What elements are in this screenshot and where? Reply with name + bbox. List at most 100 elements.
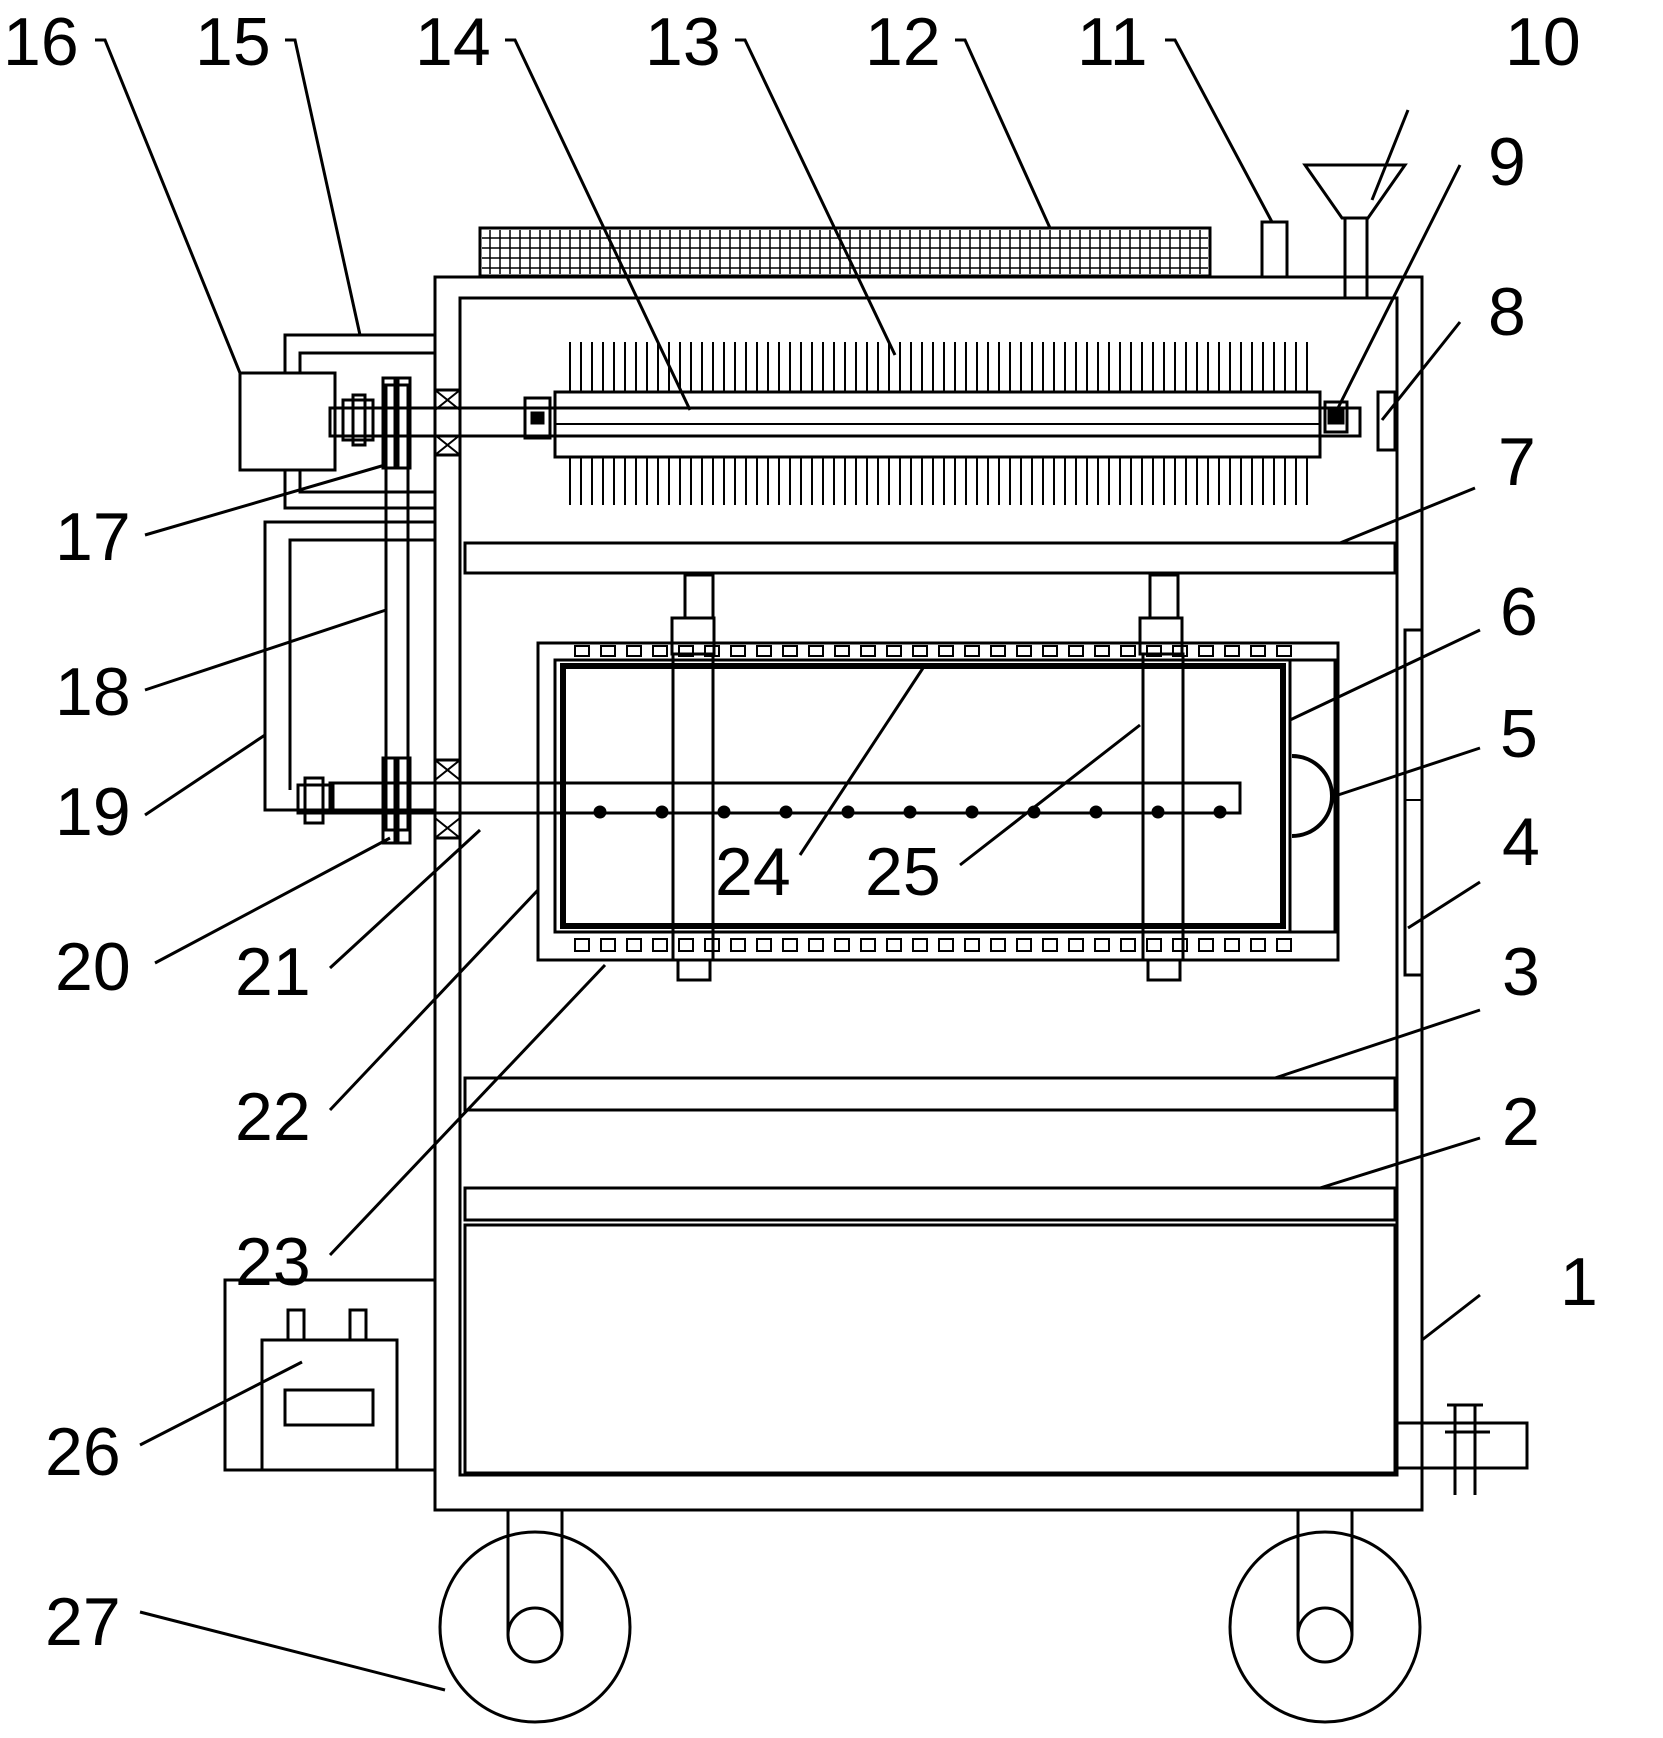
drum-tooth — [574, 645, 590, 657]
label-7: 7 — [1498, 424, 1536, 500]
drum-tooth — [782, 938, 798, 952]
drum-tooth — [1198, 645, 1214, 657]
wall-bearing-upper — [433, 388, 462, 457]
label-5: 5 — [1500, 696, 1538, 772]
label-1: 1 — [1560, 1244, 1598, 1320]
drum-tooth — [1094, 938, 1110, 952]
drum-tooth — [782, 645, 798, 657]
plate-3 — [463, 1076, 1397, 1112]
drum-tooth — [990, 645, 1006, 657]
leader-lines — [95, 38, 1481, 1692]
drum-tooth — [1198, 938, 1214, 952]
drum-tooth — [964, 938, 980, 952]
label-15: 15 — [195, 4, 271, 80]
label-3: 3 — [1502, 934, 1540, 1010]
label-14: 14 — [415, 4, 491, 80]
shaft-hole — [593, 805, 607, 819]
drum-tooth — [1250, 645, 1266, 657]
bristles-13 — [569, 342, 1308, 505]
drum-tooth — [834, 645, 850, 657]
label-11: 11 — [1077, 4, 1148, 80]
shaft-holes — [593, 805, 1227, 819]
mesh-grill — [478, 226, 1212, 278]
shaft-hole — [1213, 805, 1227, 819]
label-22: 22 — [235, 1079, 311, 1155]
shaft-hole — [779, 805, 793, 819]
drum-tooth — [1042, 938, 1058, 952]
label-12: 12 — [865, 4, 941, 80]
coupling-9 — [1323, 400, 1349, 434]
support-columns — [670, 573, 1185, 982]
label-10: 10 — [1505, 4, 1581, 80]
callout-labels: 16 15 14 13 12 11 10 9 8 7 6 5 4 3 2 1 1… — [3, 4, 1598, 1660]
drum-tooth — [808, 645, 824, 657]
drum-tooth — [1016, 938, 1032, 952]
label-6: 6 — [1500, 574, 1538, 650]
motor-16 — [238, 371, 337, 472]
drum-tooth — [834, 938, 850, 952]
drum-tooth — [1042, 645, 1058, 657]
drum-tooth — [1172, 938, 1188, 952]
door-hinge — [1403, 628, 1424, 977]
label-17: 17 — [55, 499, 131, 575]
drum-tooth — [808, 938, 824, 952]
label-27: 27 — [45, 1584, 121, 1660]
drum-tooth — [912, 645, 928, 657]
drum-frame-22 — [536, 641, 1340, 962]
drum-tooth — [1094, 645, 1110, 657]
plate-2 — [463, 1186, 1397, 1222]
label-21: 21 — [235, 934, 311, 1010]
drum-tooth — [964, 645, 980, 657]
bracket-19 — [263, 520, 435, 812]
upper-shaft — [328, 406, 1362, 438]
drum-tooth — [756, 645, 772, 657]
drum-tooth — [626, 645, 642, 657]
upper-pulley-17 — [381, 376, 412, 470]
shaft-hole — [841, 805, 855, 819]
wheel-right — [1228, 1510, 1422, 1724]
drum-tooth — [1120, 938, 1136, 952]
label-9: 9 — [1488, 124, 1526, 200]
control-box-26 — [223, 1278, 437, 1472]
label-19: 19 — [55, 774, 131, 850]
drum-tooth — [652, 938, 668, 952]
label-4: 4 — [1502, 804, 1540, 880]
bracket-15 — [283, 333, 435, 510]
drum-tooth — [1276, 938, 1292, 952]
shaft-hole — [903, 805, 917, 819]
label-18: 18 — [55, 654, 131, 730]
drum-tooth — [1068, 645, 1084, 657]
drain-valve — [1395, 1403, 1529, 1495]
drum-tooth — [652, 645, 668, 657]
drum-tooth — [1068, 938, 1084, 952]
label-23: 23 — [235, 1224, 311, 1300]
bearing-8 — [1376, 390, 1397, 452]
drum-tooth — [860, 938, 876, 952]
drum-tooth — [860, 645, 876, 657]
funnel-10 — [1302, 163, 1408, 300]
drum-tooth — [600, 645, 616, 657]
drum-tooth — [678, 938, 694, 952]
drum-tooth — [886, 645, 902, 657]
wall-bearing-lower — [433, 758, 462, 840]
shaft-hole — [655, 805, 669, 819]
drum-tooth — [574, 938, 590, 952]
drum-tooth — [1146, 645, 1162, 657]
coupling-left — [523, 396, 552, 440]
drum-tooth — [1276, 645, 1292, 657]
drum-tooth — [756, 938, 772, 952]
label-2: 2 — [1502, 1084, 1540, 1160]
label-25: 25 — [865, 834, 941, 910]
drum-tooth — [678, 645, 694, 657]
label-8: 8 — [1488, 274, 1526, 350]
drum-tooth — [912, 938, 928, 952]
drum-tooth — [1146, 938, 1162, 952]
handle-5 — [1291, 754, 1334, 838]
shaft-hole — [965, 805, 979, 819]
drum-tooth — [886, 938, 902, 952]
label-16: 16 — [3, 4, 79, 80]
pipe-11 — [1260, 220, 1289, 279]
shaft-coupling-lower — [303, 776, 325, 825]
drum-tooth — [1250, 938, 1266, 952]
